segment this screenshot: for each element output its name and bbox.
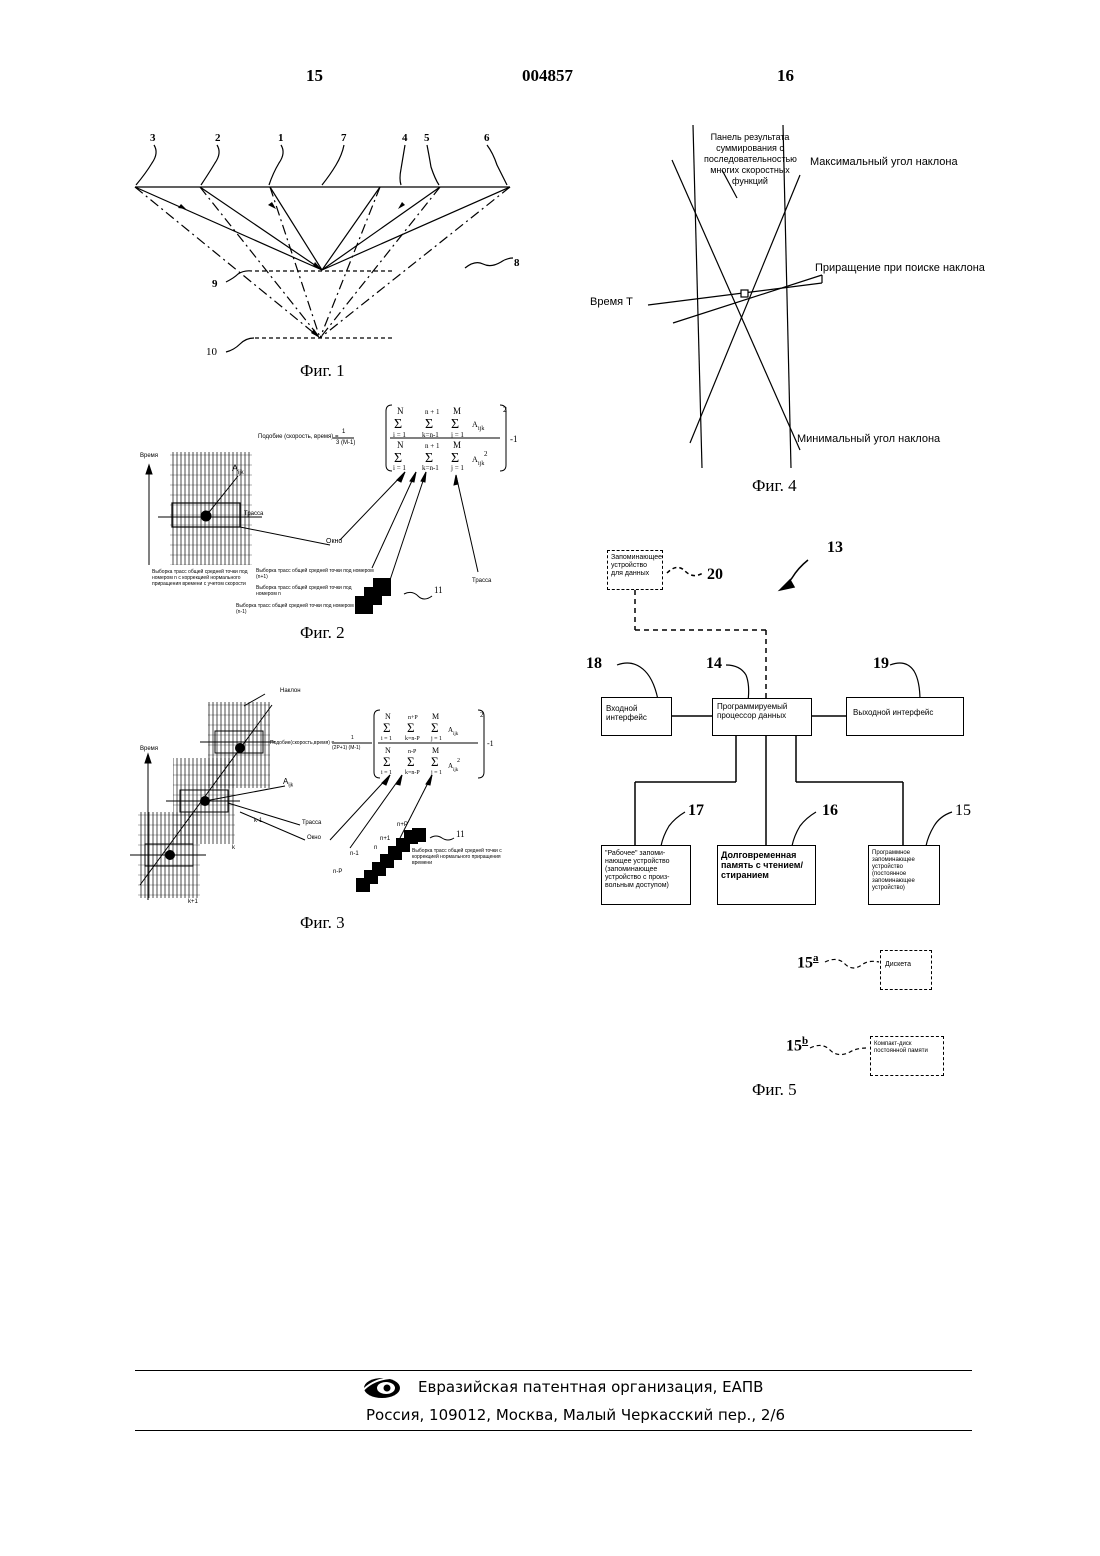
footer-bottom-rule [135,1430,972,1431]
footer-address: Россия, 109012, Москва, Малый Черкасский… [366,1406,785,1424]
footer-org: Евразийская патентная организация, ЕАПВ [418,1378,763,1396]
